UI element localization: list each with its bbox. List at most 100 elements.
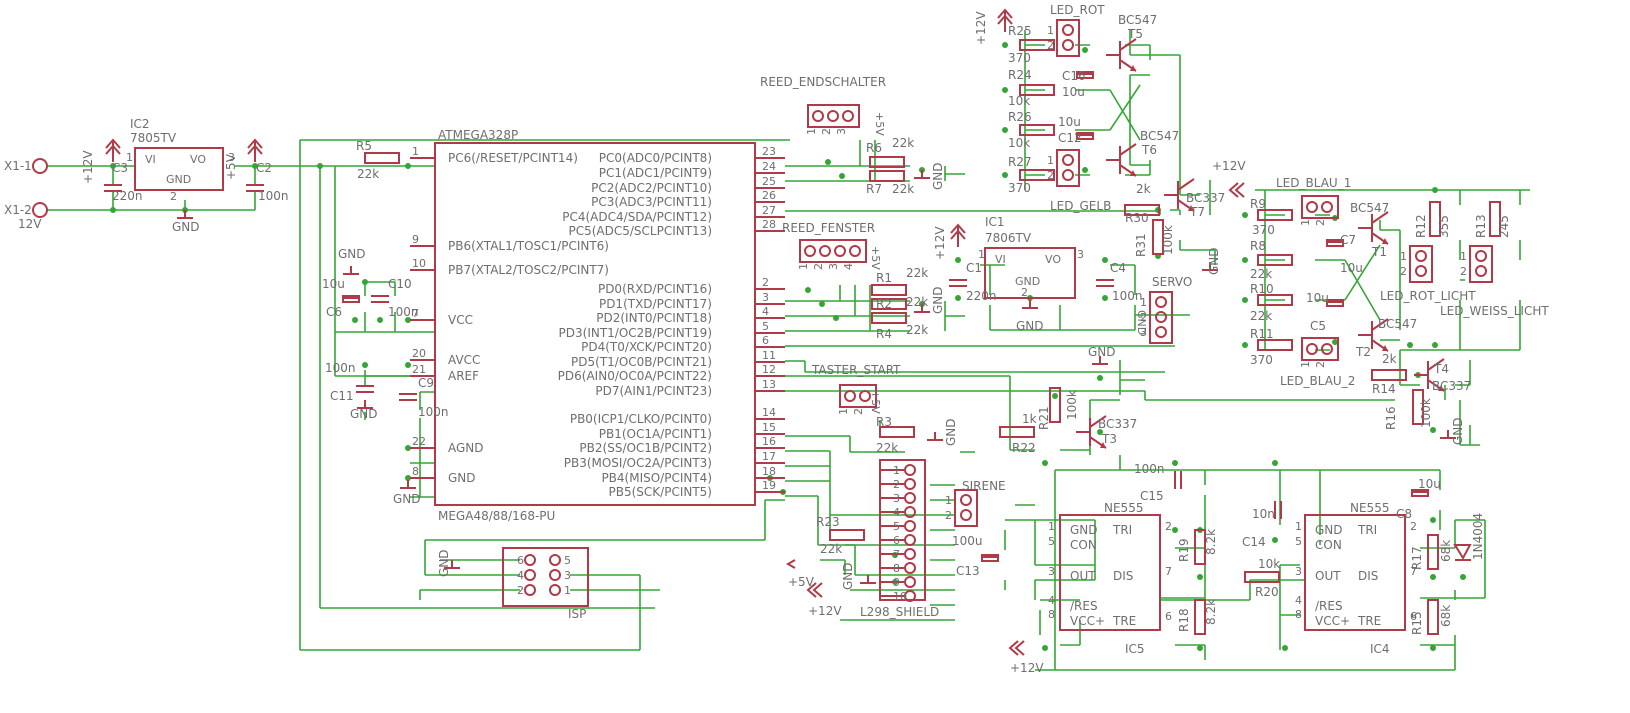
led-blau-1-connector (1301, 195, 1339, 219)
l298-shield-pin (904, 548, 916, 560)
isp-pin-number: 1 (564, 584, 571, 597)
resistor-r9 (1257, 209, 1293, 221)
resistor-r27 (1019, 169, 1055, 181)
capacitor-c5-ref: C5 (1310, 319, 1326, 333)
gnd-reed-end-label: GND (931, 162, 945, 190)
resistor-r12-ref: R12 (1414, 214, 1428, 238)
resistor-r12 (1429, 201, 1441, 237)
led-blau-1-connector-pin-number: 2 (1314, 219, 1327, 226)
ic5-pin-number: 7 (1165, 565, 1172, 578)
ic1-pin-vo: VO (1045, 253, 1061, 266)
mcu-pin-26-name: PC3(ADC3/PCINT11) (591, 195, 712, 209)
mcu-pin-28-name: PC5(ADC5/SCLPCINT13) (568, 224, 712, 238)
capacitor-c7-ref: C7 (1340, 233, 1356, 247)
capacitor-c14-value: 10n (1252, 507, 1275, 521)
mcu-pin-26-number: 26 (762, 189, 776, 202)
gnd-t7-label: GND (1207, 247, 1221, 275)
resistor-r6 (869, 156, 905, 168)
ic5-pin-tri: TRI (1112, 523, 1132, 537)
capacitor-c12-value: 10u (1058, 115, 1081, 129)
mcu-pin-18-name: PB4(MISO/PCINT4) (601, 471, 712, 485)
led-gelb-connector-pin (1062, 169, 1074, 181)
mcu-pin-13-name: PD7(AIN1/PCINT23) (595, 384, 712, 398)
resistor-r7-ref: R7 (866, 182, 882, 196)
supply-12v-l298 (806, 582, 823, 598)
l298-shield-pin (904, 576, 916, 588)
reed-endschalter-connector (807, 104, 860, 128)
mcu-pin-3-number: 3 (762, 291, 769, 304)
capacitor-c6-body (342, 297, 360, 303)
isp-pin (524, 584, 536, 596)
gnd-taster-label: GND (944, 418, 958, 446)
ic2-pin-vo: VO (190, 153, 206, 166)
transistor-t3-ref: T3 (1101, 432, 1117, 446)
resistor-r2-value: 22k (906, 295, 928, 309)
resistor-r13-value: 245 (1497, 215, 1511, 238)
mcu-pin-21-name: AREF (448, 369, 479, 383)
led-rot-licht-connector (1409, 245, 1433, 283)
l298-shield-pin-number: 4 (893, 506, 900, 519)
gnd-ic2-label: GND (172, 220, 200, 234)
resistor-r16 (1412, 389, 1424, 425)
resistor-r9-value: 370 (1252, 223, 1275, 237)
ic5-pin-vcc: VCC+ (1070, 614, 1105, 628)
mcu-pin-4-number: 4 (762, 305, 769, 318)
taster-start-connector-pin (844, 390, 856, 402)
supply-12v-555 (1008, 640, 1025, 656)
reed-endschalter-connector-pin (842, 110, 854, 122)
transistor-t6 (1119, 143, 1137, 156)
mcu-pin-23-number: 23 (762, 145, 776, 158)
led-gelb-connector-pin-number: 1 (1047, 154, 1054, 167)
x1-1-terminal[interactable] (32, 158, 48, 174)
ic5-pin-number: 2 (1165, 520, 1172, 533)
led-weiss-licht-connector-pin (1475, 265, 1487, 277)
net-12v-led-rot: +12V (974, 11, 988, 45)
capacitor-c16-value: 10u (1062, 85, 1085, 99)
gnd-c6-label: GND (338, 247, 366, 261)
led-blau-1-connector-pin-number: 1 (1299, 219, 1312, 226)
resistor-r14-ref: R14 (1372, 382, 1396, 396)
transistor-t7-ref: T7 (1189, 205, 1205, 219)
taster-start-connector-pin-number: 1 (837, 408, 850, 415)
l298-shield-pin (904, 590, 916, 602)
ic5-pin-number: 4 (1048, 594, 1055, 607)
servo-connector-pin-number: 1 (1140, 296, 1147, 309)
mcu-pin-22-name: AGND (448, 441, 484, 455)
resistor-r22 (999, 426, 1035, 438)
resistor-r18-ref: R18 (1177, 608, 1191, 632)
led-blau-2-connector-pin-number: 1 (1299, 361, 1312, 368)
mcu-pin-10-name: PB7(XTAL2/TOSC2/PCINT7) (448, 263, 609, 277)
ic4-pin-out: OUT (1315, 569, 1341, 583)
resistor-r3-ref: R3 (876, 415, 892, 429)
resistor-r20-value: 10k (1258, 557, 1280, 571)
mcu-value: MEGA48/88/168-PU (438, 509, 555, 523)
mcu-pin-18-number: 18 (762, 465, 776, 478)
net-12v-555: +12V (1010, 661, 1044, 675)
reed-fenster-connector (799, 239, 867, 263)
reed-fenster-connector-pin (849, 245, 861, 257)
capacitor-c4-value: 100n (1112, 289, 1143, 303)
x1-2-terminal[interactable] (32, 202, 48, 218)
l298-shield-body (879, 459, 926, 601)
l298-shield-pin (904, 464, 916, 476)
resistor-r24-ref: R24 (1008, 68, 1032, 82)
capacitor-c3-value: 220n (112, 189, 143, 203)
mcu-pin-22-number: 22 (412, 435, 426, 448)
resistor-r24 (1019, 84, 1055, 96)
resistor-r11 (1257, 339, 1293, 351)
resistor-r20-ref: R20 (1255, 585, 1279, 599)
reed-endschalter-name: REED_ENDSCHALTER (760, 75, 886, 89)
l298-shield-pin (904, 492, 916, 504)
ic4-pin-tri: TRI (1357, 523, 1377, 537)
resistor-r4-value: 22k (906, 323, 928, 337)
servo-connector-pin (1155, 326, 1167, 338)
net-12v-ic1: +12V (933, 226, 947, 260)
capacitor-c5-value: 10u (1306, 291, 1329, 305)
ic5-pin-res: /RES (1070, 599, 1098, 613)
l298-shield-pin-number: 3 (893, 492, 900, 505)
servo-connector-pin-number: 2 (1140, 311, 1147, 324)
mcu-pin-9-name: PB6(XTAL1/TOSC1/PCINT6) (448, 239, 609, 253)
mcu-pin-11-number: 11 (762, 349, 776, 362)
reed-fenster-connector-pin (834, 245, 846, 257)
reed-endschalter-connector-pin (827, 110, 839, 122)
